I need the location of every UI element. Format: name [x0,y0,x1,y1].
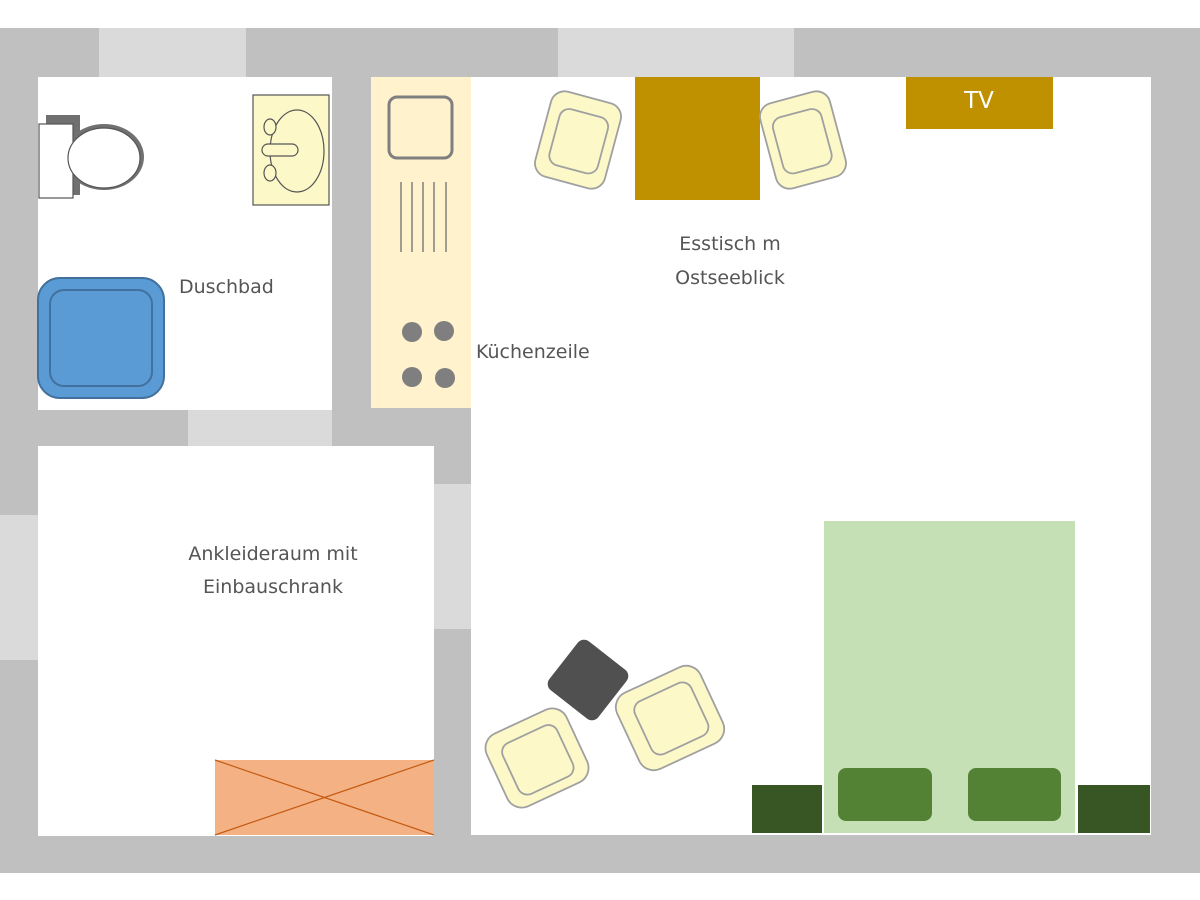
stove-burners-icon [402,321,455,388]
sink-icon [252,94,330,206]
window-left [0,515,38,660]
tv-unit [906,77,1053,129]
nightstand-right [1078,785,1150,833]
armchair-lounge-right [614,664,726,772]
door-bathroom [188,410,332,446]
shower-tray-icon [37,277,165,399]
kitchen-counter [371,77,471,408]
pillow-right [968,768,1061,821]
pillow-left [838,768,932,821]
armchair-dining-right [759,90,847,190]
nightstand-left [752,785,822,833]
door-dressing [434,484,471,629]
drain-board-icon [400,182,447,252]
dining-label-line1: Esstisch m [679,233,780,255]
coffee-table [547,639,629,721]
toilet-icon [38,115,144,199]
built-in-wardrobe [214,759,435,836]
dressing-label-line2: Einbauschrank [203,576,343,598]
kitchen-label: Küchenzeile [476,341,590,363]
kitchen-sink-icon [387,95,454,160]
window-top-center [558,28,794,77]
tv-label: TV [963,88,994,114]
armchair-dining-left [534,90,622,190]
dining-table [635,77,760,200]
armchair-lounge-left [484,707,590,809]
window-top-left [99,28,246,77]
dressing-label-line1: Ankleideraum mit [188,543,357,565]
dining-label-line2: Ostseeblick [675,267,785,289]
bathroom-label: Duschbad [179,276,274,298]
